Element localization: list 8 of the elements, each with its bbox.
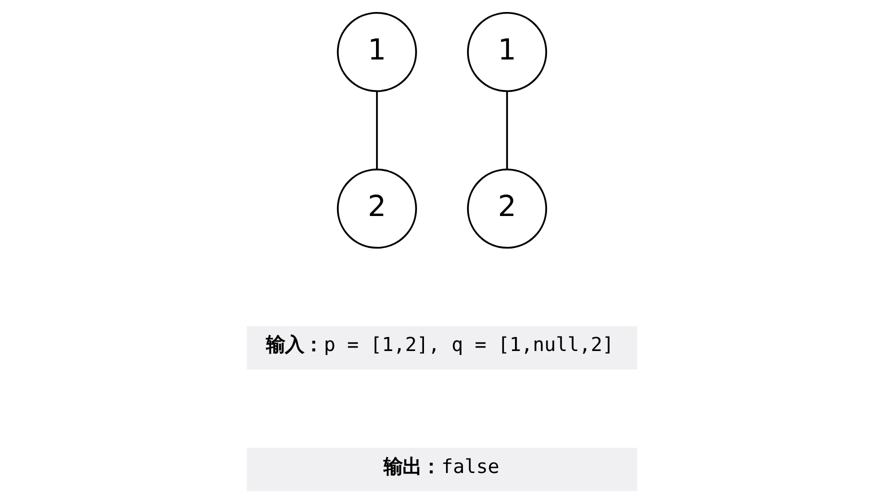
node-circle: 2 [467,168,548,249]
node-circle: 1 [336,12,417,92]
label: 输入：p = [1,2], q = [1,null,2] [266,333,614,356]
node-circle: 1 [467,12,548,92]
node-circle: 2 [336,168,417,249]
label: 输出：false [384,454,500,478]
connector [376,91,378,170]
connector [506,91,508,170]
